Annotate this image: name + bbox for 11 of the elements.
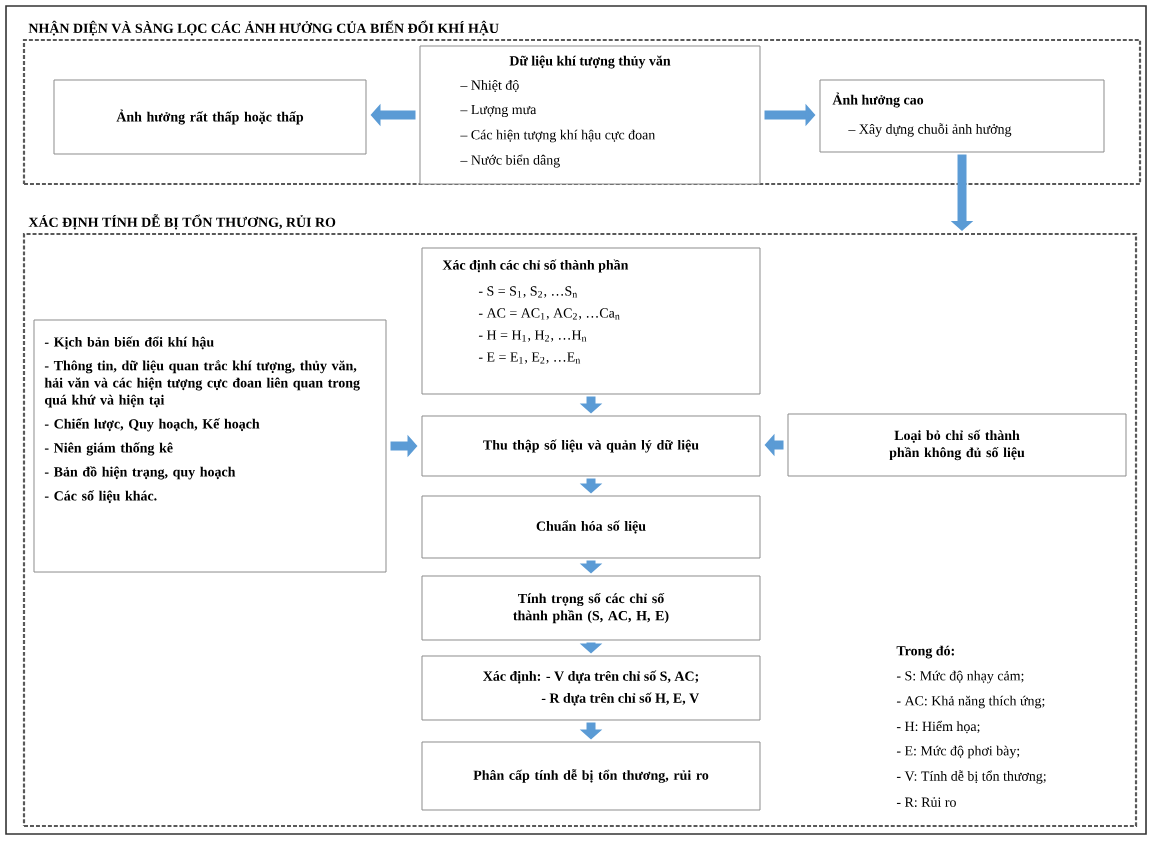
source-list-box [33, 319, 387, 573]
process-box [421, 575, 761, 641]
process-box [421, 741, 761, 811]
process-box [819, 79, 1105, 153]
process-box [421, 415, 761, 477]
data-box [419, 45, 761, 185]
process-box [787, 413, 1127, 477]
process-box [53, 79, 367, 155]
process-box [421, 247, 761, 395]
process-box [421, 655, 761, 721]
process-box [421, 495, 761, 559]
